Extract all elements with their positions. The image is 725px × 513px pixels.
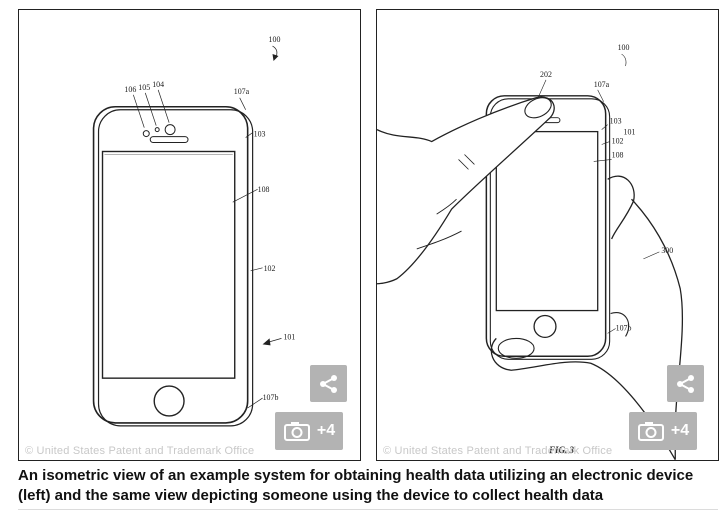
patent-figure-right: 100 202 107a 103 101 102 108 300 107b +4… [376, 9, 719, 461]
watermark: © United States Patent and Trademark Off… [383, 445, 613, 457]
ref-label: 100 [618, 43, 630, 52]
ref-label: 105 [138, 83, 150, 92]
share-icon [676, 374, 694, 393]
ref-label: 101 [624, 128, 636, 137]
gallery-count: +4 [316, 422, 336, 439]
divider [18, 509, 718, 510]
ref-label: 104 [152, 80, 164, 89]
ref-label: 107b [616, 323, 632, 332]
ref-label: 107a [234, 87, 250, 96]
phone-drawing-left: 100 106 105 104 107a 103 108 102 101 107… [92, 35, 295, 427]
ref-label: 202 [540, 70, 552, 79]
image-caption: An isometric view of an example system f… [18, 467, 694, 504]
ref-label: 107a [594, 80, 610, 89]
ref-label: 103 [254, 130, 266, 139]
figure-label: FIG. 3 [549, 445, 575, 455]
watermark: © United States Patent and Trademark Off… [25, 445, 255, 457]
ref-label: 102 [264, 264, 276, 273]
share-button[interactable] [667, 365, 704, 402]
ref-label: 102 [612, 137, 624, 146]
ref-label: 103 [610, 117, 622, 126]
ref-label: 108 [612, 150, 624, 159]
ref-label: 100 [269, 35, 281, 44]
ref-label: 107b [263, 393, 279, 402]
ref-label: 101 [283, 332, 295, 341]
camera-icon [283, 422, 310, 441]
gallery-count: +4 [670, 422, 690, 439]
patent-figure-left: 100 106 105 104 107a 103 108 102 101 107… [18, 9, 361, 461]
gallery-button[interactable]: +4 [275, 412, 343, 450]
camera-icon [637, 422, 664, 441]
share-button[interactable] [310, 365, 347, 402]
ref-label: 108 [258, 185, 270, 194]
share-icon [319, 374, 337, 393]
ref-label: 300 [661, 246, 673, 255]
ref-label: 106 [124, 85, 136, 94]
gallery-button[interactable]: +4 [629, 412, 697, 450]
